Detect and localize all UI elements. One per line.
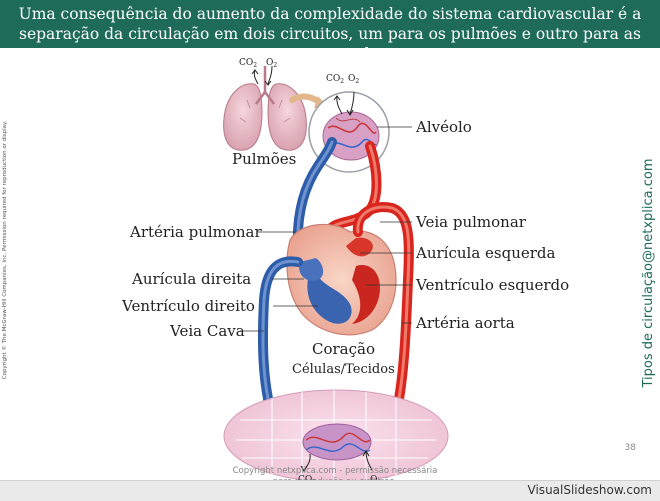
lungs-label: Pulmões <box>232 150 296 168</box>
co2-label-alveolus: CO2 <box>326 74 344 85</box>
left-ventricle-label: Ventrículo esquerdo <box>415 276 569 294</box>
pulmonary-vein-label: Veia pulmonar <box>415 213 527 231</box>
right-atrium-label: Aurícula direita <box>131 270 251 288</box>
brand-link[interactable]: VisualSlideshow.com <box>527 483 652 497</box>
leader-lines <box>240 126 412 332</box>
pulmonary-artery-label: Artéria pulmonar <box>129 223 263 241</box>
heart-illustration <box>286 223 397 336</box>
o2-label-lungs: O2 <box>266 58 277 69</box>
brand-footer: VisualSlideshow.com <box>0 480 660 501</box>
right-ventricle-label: Ventrículo direito <box>121 297 255 315</box>
slide-number: 38 <box>624 443 636 453</box>
alveolus-label: Alvéolo <box>415 118 472 136</box>
slide-title: Uma consequência do aumento da complexid… <box>0 0 660 63</box>
co2-label-lungs: CO2 <box>239 58 257 69</box>
heart-label: Coração <box>312 340 375 358</box>
vena-cava-label: Veia Cava <box>169 322 245 340</box>
aorta-label: Artéria aorta <box>415 314 515 332</box>
cells-tissues-label: Células/Tecidos <box>292 362 395 377</box>
side-label: Tipos de circulação@netxplica.com <box>641 158 656 388</box>
left-atrium-label: Aurícula esquerda <box>415 244 556 262</box>
o2-label-alveolus: O2 <box>348 74 359 85</box>
lung-gas-arrows <box>251 65 273 86</box>
lungs-illustration <box>223 66 307 151</box>
tissue-cells <box>223 389 449 484</box>
